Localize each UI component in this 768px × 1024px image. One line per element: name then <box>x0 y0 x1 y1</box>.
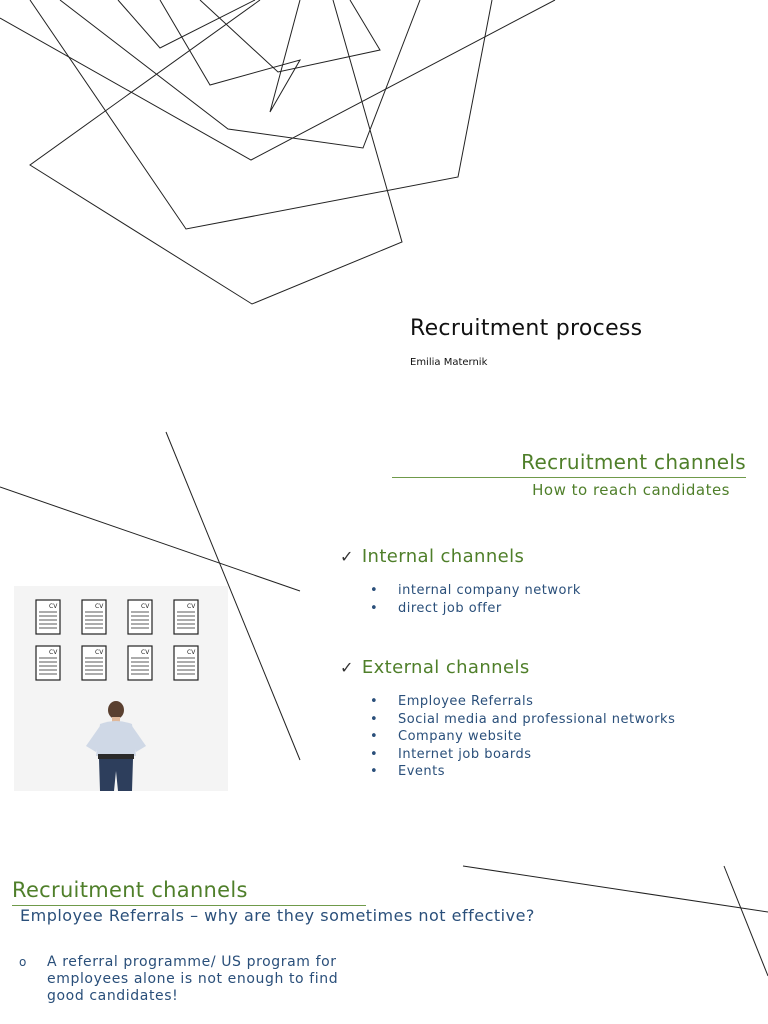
bullet-icon: • <box>370 694 379 709</box>
external-channels-heading: ✓External channels <box>340 657 530 678</box>
svg-text:CV: CV <box>49 649 58 656</box>
channels-slide: Recruitment channels How to reach candid… <box>0 410 768 840</box>
slide-subtitle: How to reach candidates <box>532 481 730 499</box>
bullet-icon: • <box>370 746 379 762</box>
bullet-icon: • <box>370 764 379 779</box>
list-item: •Social media and professional networks <box>370 711 676 727</box>
bullet-icon: • <box>370 711 379 727</box>
title-divider <box>12 905 366 906</box>
list-item: •Employee Referrals <box>370 694 534 709</box>
cv-document-icon: CV <box>35 599 61 635</box>
svg-text:CV: CV <box>141 649 150 656</box>
presentation-title: Recruitment process <box>410 316 643 341</box>
svg-text:CV: CV <box>95 649 104 656</box>
check-icon: ✓ <box>340 658 354 677</box>
svg-text:CV: CV <box>187 649 196 656</box>
svg-text:CV: CV <box>49 603 58 610</box>
person-figure <box>86 701 146 791</box>
circle-bullet-icon: o <box>19 955 27 969</box>
title-divider <box>392 477 746 478</box>
cv-document-icon: CV <box>127 645 153 681</box>
referrals-slide: Recruitment channels Employee Referrals … <box>0 840 768 1024</box>
decorative-lines <box>0 0 556 305</box>
internal-channels-list: •internal company network •direct job of… <box>370 582 581 617</box>
decorative-lines <box>0 431 301 761</box>
svg-text:CV: CV <box>141 603 150 610</box>
cv-document-icon: CV <box>35 645 61 681</box>
presentation-author: Emilia Maternik <box>410 357 488 368</box>
cv-wall-photo: CV CV CV CV <box>14 586 228 791</box>
cv-document-icon: CV <box>173 645 199 681</box>
bullet-icon: • <box>370 729 379 744</box>
svg-text:CV: CV <box>187 603 196 610</box>
list-item: •Events <box>370 764 446 779</box>
decorative-lines <box>462 865 768 977</box>
slide-title: Recruitment channels <box>521 450 746 474</box>
check-icon: ✓ <box>340 547 354 566</box>
cv-document-icon: CV <box>81 599 107 635</box>
bullet-icon: • <box>370 583 379 598</box>
cv-document-icon: CV <box>173 599 199 635</box>
cv-wall-illustration: CV CV CV CV <box>14 586 228 791</box>
cv-document-icon: CV <box>127 599 153 635</box>
title-slide: Recruitment process Emilia Maternik <box>0 0 768 410</box>
list-item: •Company website <box>370 729 522 744</box>
list-item: o A referral programme/ US program for e… <box>19 954 339 1004</box>
slide-title: Recruitment channels <box>12 878 248 902</box>
slide-subtitle: Employee Referrals – why are they someti… <box>20 906 535 925</box>
internal-channels-heading: ✓Internal channels <box>340 546 525 567</box>
list-item: •Internet job boards <box>370 746 532 762</box>
external-channels-list: •Employee Referrals •Social media and pr… <box>370 693 675 781</box>
svg-text:CV: CV <box>95 603 104 610</box>
bullet-icon: • <box>370 600 379 616</box>
list-item: •direct job offer <box>370 600 502 616</box>
cv-document-icon: CV <box>81 645 107 681</box>
list-item: •internal company network <box>370 583 581 598</box>
